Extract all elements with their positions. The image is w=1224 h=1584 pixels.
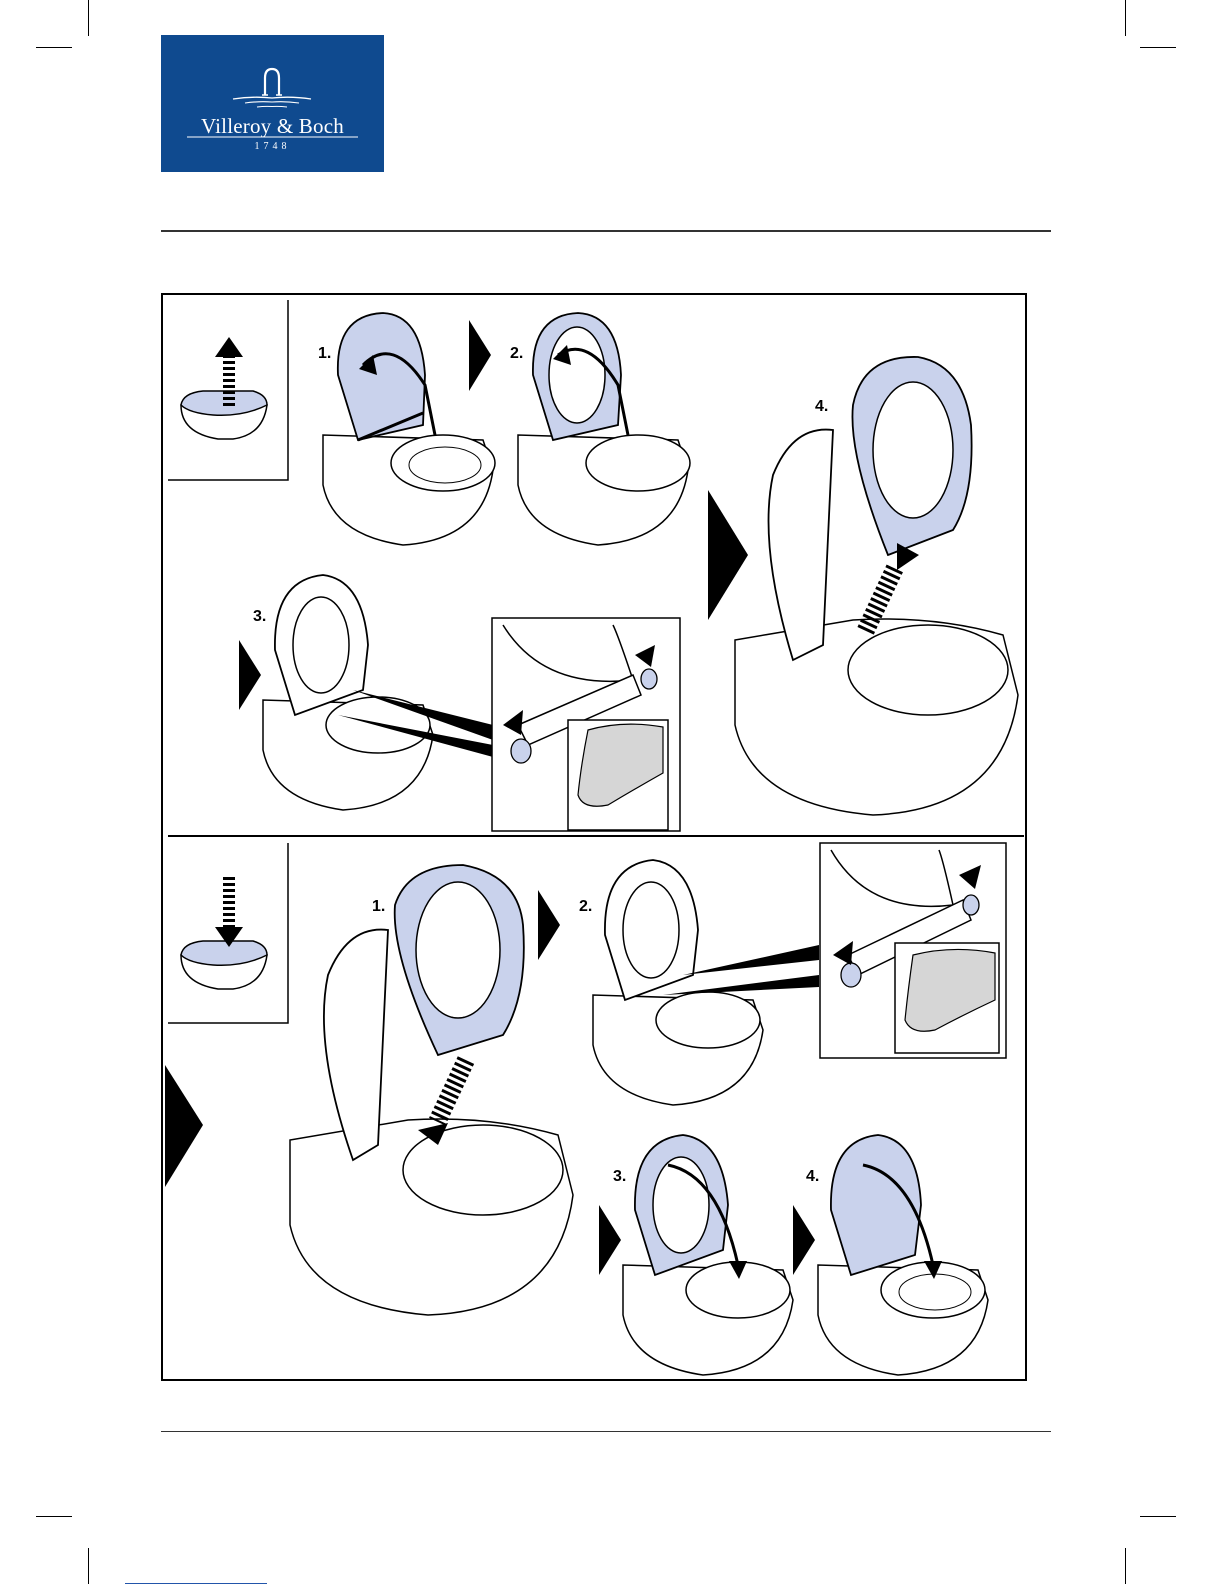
bottom-step-3-label: 3.: [613, 1168, 626, 1186]
bottom-step-4-label: 4.: [806, 1168, 819, 1186]
brand-logo: Villeroy & Boch 1748: [161, 35, 384, 172]
step3-toilet: [239, 575, 493, 810]
next-arrow-icon: [469, 320, 491, 391]
next-arrow-icon: [165, 1065, 203, 1187]
lift-arrow-icon: [168, 300, 288, 480]
next-arrow-icon: [538, 890, 560, 960]
bottom-step2-toilet: [593, 860, 819, 1105]
header-rule: [161, 230, 1051, 232]
crop-mark: [88, 0, 89, 36]
crop-mark: [1125, 1548, 1126, 1584]
step4-toilet: [735, 357, 1018, 815]
crop-mark: [36, 47, 72, 48]
press-down-arrow-icon: [168, 843, 288, 1023]
footer-rule: [161, 1431, 1051, 1432]
brand-name: Villeroy & Boch: [161, 114, 384, 139]
instruction-illustration: 1. 2. 3. 4. 1. 2. 3. 4.: [161, 293, 1027, 1381]
bottom-step1-toilet: [290, 865, 573, 1315]
top-step-2-label: 2.: [510, 345, 523, 363]
top-step-3-label: 3.: [253, 608, 266, 626]
bottom-step4-toilet: [793, 1135, 988, 1375]
bottom-step3-toilet: [599, 1135, 793, 1375]
bottom-step-1-label: 1.: [372, 898, 385, 916]
hinge-detail-inset: [820, 843, 1006, 1058]
hinge-detail-inset: [492, 618, 680, 831]
crop-mark: [36, 1516, 72, 1517]
crop-mark: [1140, 1516, 1176, 1517]
bottom-step-2-label: 2.: [579, 898, 592, 916]
top-step-1-label: 1.: [318, 345, 331, 363]
crop-mark: [88, 1548, 89, 1584]
top-step-4-label: 4.: [815, 398, 828, 416]
brand-year: 1748: [161, 141, 384, 152]
step2-toilet: [518, 313, 690, 545]
seat-removal-diagram: [163, 295, 1029, 1383]
crop-mark: [1140, 47, 1176, 48]
crop-mark: [1125, 0, 1126, 36]
next-arrow-icon: [708, 490, 748, 620]
